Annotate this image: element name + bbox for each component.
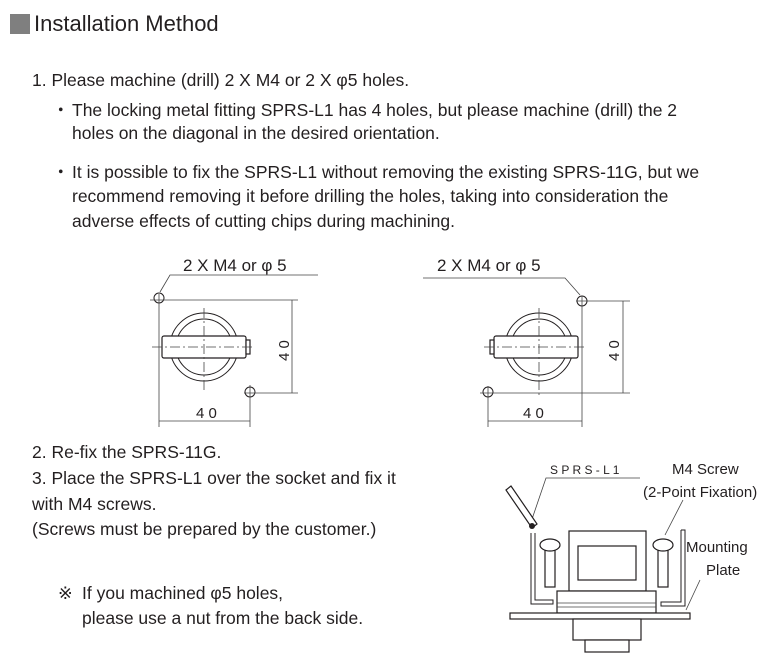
hole-label: 2 X M4 or φ 5 [437, 256, 541, 275]
dim-vertical: 4 0 [606, 340, 623, 361]
step-3-line-3: (Screws must be prepared by the customer… [32, 519, 377, 539]
drill-pattern-diagonal-right: 2 X M4 or φ 5 4 0 4 0 [423, 256, 630, 427]
page-title: Installation Method [34, 11, 219, 36]
note-line-2: please use a nut from the back side. [82, 608, 364, 628]
drill-pattern-diagonal-left: 2 X M4 or φ 5 4 0 4 0 [150, 256, 318, 427]
screw-label: M4 Screw [672, 461, 739, 478]
bullet-2-line-3: adverse effects of cutting chips during … [72, 211, 455, 231]
bullet-2-line-1: It is possible to fix the SPRS-L1 withou… [72, 162, 700, 182]
dim-horizontal: 4 0 [196, 405, 217, 422]
dim-vertical: 4 0 [276, 340, 293, 361]
plate-label-2: Plate [706, 562, 740, 579]
screw-sublabel: (2-Point Fixation) [643, 484, 757, 501]
part-label-sprs-l1: S P R S - L 1 [550, 463, 620, 477]
bullet-1-line-2: holes on the diagonal in the desired ori… [72, 123, 440, 143]
step-3-line-2: with M4 screws. [32, 494, 157, 514]
bullet-mark: ・ [52, 162, 70, 182]
step-1: 1. Please machine (drill) 2 X M4 or 2 X … [32, 70, 410, 90]
heading-marker [10, 14, 30, 34]
note-mark: ※ [58, 583, 73, 603]
hole-label: 2 X M4 or φ 5 [183, 256, 287, 275]
bullet-2-line-2: recommend removing it before drilling th… [72, 186, 669, 206]
note-line-1: If you machined φ5 holes, [82, 583, 284, 603]
assembly-drawing: S P R S - L 1 M4 Screw (2-Point Fixation… [505, 461, 757, 653]
bullet-mark: ・ [52, 100, 70, 120]
plate-label-1: Mounting [686, 539, 748, 556]
bullet-1-line-1: The locking metal fitting SPRS-L1 has 4 … [72, 100, 678, 120]
dim-horizontal: 4 0 [523, 405, 544, 422]
step-2: 2. Re-fix the SPRS-11G. [32, 442, 222, 462]
step-3-line-1: 3. Place the SPRS-L1 over the socket and… [32, 468, 396, 488]
